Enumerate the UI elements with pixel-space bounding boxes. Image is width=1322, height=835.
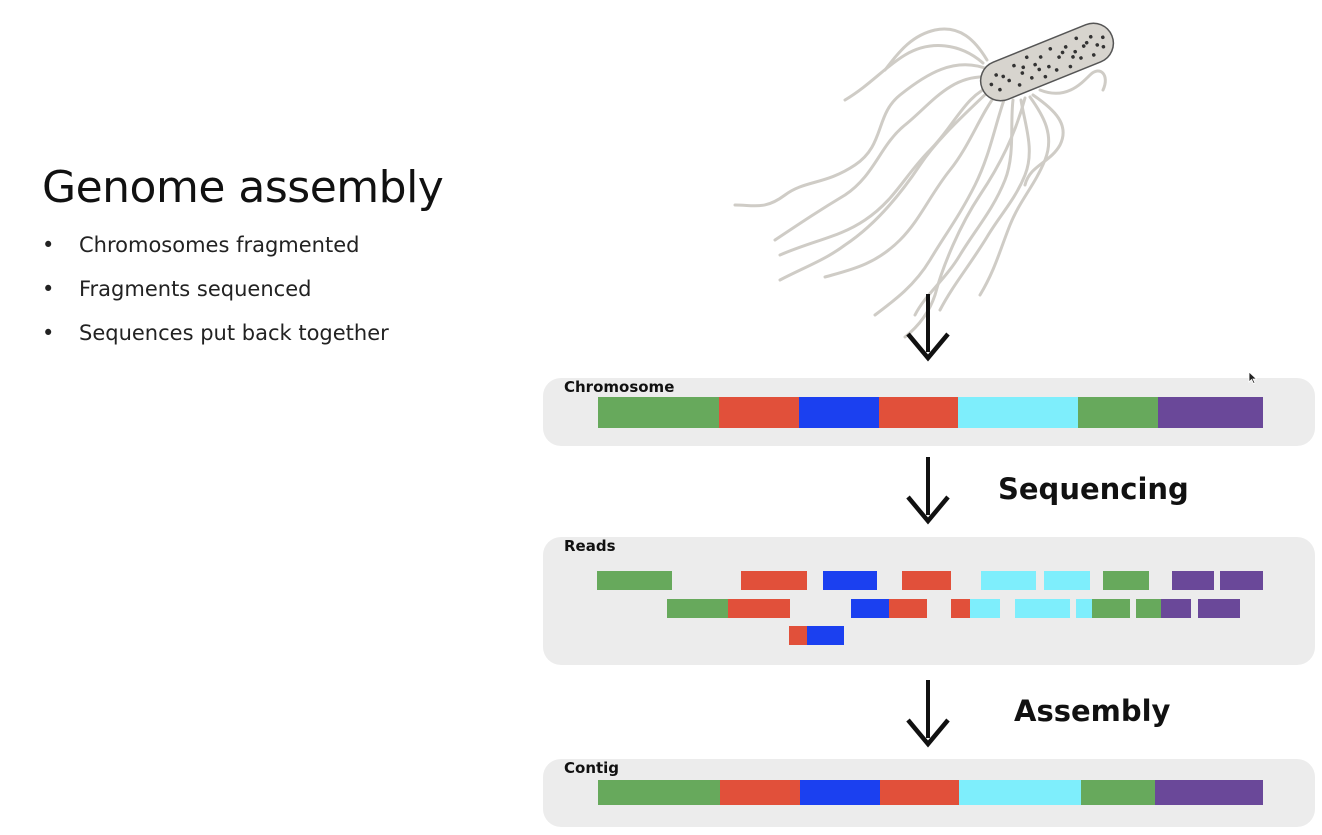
read-red [902,571,951,590]
segment-blue [799,397,879,428]
reads-label: Reads [564,537,616,555]
read-cyan [1015,599,1070,618]
read-blue [851,599,889,618]
reads-panel: Reads [543,537,1315,665]
down-arrow-icon [906,294,950,362]
chromosome-label: Chromosome [564,378,675,396]
segment-purple [1155,780,1263,805]
read-purple [1198,599,1240,618]
segment-cyan [959,780,1081,805]
segment-red [720,780,800,805]
bullet-text: Chromosomes fragmented [79,233,360,257]
read-green [1136,599,1161,618]
down-arrow-icon [906,457,950,525]
read-cyan [1044,571,1090,590]
down-arrow-icon [906,680,950,748]
segment-green [1081,780,1155,805]
segment-red [719,397,799,428]
read-red [951,599,970,618]
segment-green [598,397,719,428]
chromosome-panel: Chromosome [543,378,1315,446]
read-red [728,599,790,618]
read-cyan [970,599,1000,618]
read-purple [1220,571,1263,590]
contig-label: Contig [564,759,620,777]
slide-title: Genome assembly [42,162,444,213]
sequencing-label: Sequencing [998,472,1189,506]
read-red [741,571,807,590]
read-cyan [981,571,1036,590]
segment-red [880,780,959,805]
segment-purple [1158,397,1263,428]
segment-blue [800,780,880,805]
contig-panel: Contig [543,759,1315,827]
read-blue [823,571,877,590]
segment-red [879,397,958,428]
segment-green [598,780,720,805]
read-green [1092,599,1130,618]
read-purple [1172,571,1214,590]
read-purple [1161,599,1191,618]
read-cyan [1076,599,1092,618]
mouse-pointer-icon [1248,371,1258,385]
segment-cyan [958,397,1078,428]
read-blue [807,626,844,645]
bullet-text: Sequences put back together [79,321,389,345]
read-green [1103,571,1149,590]
read-green [597,571,672,590]
bacterium-illustration [733,22,1115,339]
read-green [667,599,728,618]
bullet-text: Fragments sequenced [79,277,312,301]
segment-green [1078,397,1158,428]
read-red [889,599,927,618]
read-red [789,626,807,645]
assembly-label: Assembly [1014,694,1171,728]
